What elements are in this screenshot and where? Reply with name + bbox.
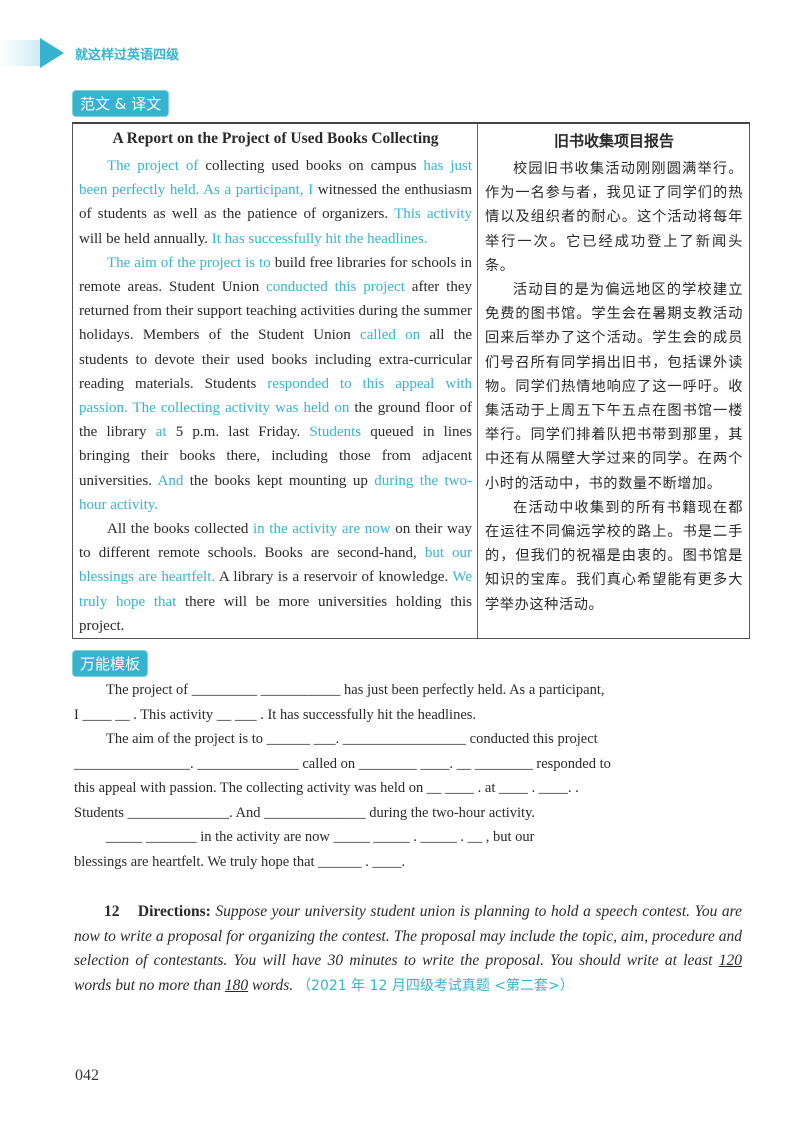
essay-paragraph-en: The project of collecting used books on …: [79, 154, 472, 251]
writing-question: 12 Directions: Suppose your university s…: [74, 900, 742, 998]
highlighted-phrase: It has successfully hit the headlines.: [211, 230, 428, 247]
question-number: 12: [104, 903, 120, 920]
book-title: 就这样过英语四级: [75, 48, 180, 63]
template-line: blessings are heartfelt. We truly hope t…: [74, 853, 406, 870]
template-line: I ____ __ . This activity __ ___ . It ha…: [74, 706, 477, 723]
highlighted-phrase: Students: [309, 424, 362, 441]
highlighted-phrase: The aim of the project is to: [107, 254, 271, 271]
english-column: A Report on the Project of Used Books Co…: [79, 130, 472, 638]
highlighted-phrase: at: [155, 424, 167, 441]
header-arrow-icon: [40, 38, 64, 68]
directions-text: words.: [248, 976, 294, 994]
highlighted-phrase: conducted this project: [266, 279, 405, 296]
essay-title-zh: 旧书收集项目报告: [553, 132, 674, 150]
essay-paragraph-zh: 在活动中收集到的所有书籍现在都在运往不同偏远学校的路上。书是二手的，但我们的祝福…: [485, 499, 743, 613]
column-divider: [477, 124, 478, 638]
essay-text: witnessed the enthusiasm of students as …: [79, 182, 472, 223]
essay-title-en: A Report on the Project of Used Books Co…: [112, 130, 439, 147]
essay-text: the ground floor of the library: [79, 400, 472, 441]
directions-text: words but no more than: [74, 976, 225, 994]
highlighted-phrase: And: [157, 472, 184, 489]
essay-text: there will be more universities holding …: [79, 593, 472, 634]
highlighted-phrase: but our blessings are heartfelt.: [79, 545, 472, 586]
essay-text: the books kept mounting up: [183, 472, 375, 489]
directions-text: Suppose your university student union is…: [74, 903, 743, 969]
highlighted-phrase: The project of: [107, 158, 199, 174]
directions-label: Directions:: [137, 903, 211, 920]
essay-table: A Report on the Project of Used Books Co…: [72, 122, 750, 639]
section-label-template: 万能模板: [72, 650, 149, 677]
chinese-column: 旧书收集项目报告 校园旧书收集活动刚刚圆满举行。作为一名参与者，我见证了同学们的…: [485, 130, 743, 617]
essay-paragraph-zh: 活动目的是为偏远地区的学校建立免费的图书馆。学生会在暑期支教活动回来后举办了这个…: [485, 282, 743, 492]
essay-paragraph-en: All the books collected in the activity …: [79, 517, 472, 638]
highlighted-phrase: called on: [360, 327, 421, 344]
essay-text: build free libraries for schools in remo…: [79, 254, 472, 296]
essay-text: 5 p.m. last Friday.: [166, 424, 310, 441]
essay-paragraph-en: The aim of the project is to build free …: [79, 251, 472, 517]
essay-text: A library is a reservoir of knowledge.: [215, 569, 453, 586]
highlighted-phrase: This activity: [394, 206, 472, 223]
essay-text: collecting used books on campus: [198, 158, 424, 174]
essay-text: All the books collected: [107, 521, 253, 538]
essay-text: on their way to different remote schools…: [79, 521, 472, 562]
highlighted-phrase: responded to this appeal with passion. T…: [79, 375, 472, 417]
max-words: 180: [224, 976, 249, 994]
highlighted-phrase: We truly hope that: [79, 569, 473, 610]
template-line: ________________. ______________ called …: [74, 755, 611, 772]
essay-text: after they returned from their support t…: [79, 279, 472, 344]
min-words: 120: [718, 952, 742, 969]
essay-text: will be held annually.: [79, 230, 212, 247]
template-line: Students ______________. And ___________…: [74, 804, 536, 821]
highlighted-phrase: in the activity are now: [252, 521, 391, 538]
template-line: _____ _______ in the activity are now __…: [106, 829, 535, 845]
template-text: The project of _________ ___________ has…: [74, 678, 742, 874]
essay-paragraph-zh: 校园旧书收集活动刚刚圆满举行。作为一名参与者，我见证了同学们的热情以及组织者的耐…: [485, 161, 743, 274]
section-label-model-essay: 范文 & 译文: [72, 90, 170, 117]
template-line: The project of _________ ___________ has…: [106, 682, 605, 698]
highlighted-phrase: during the two-hour activity.: [79, 472, 473, 513]
header-band: [0, 40, 42, 66]
essay-text: all the students to devote their used bo…: [79, 327, 473, 392]
template-line: this appeal with passion. The collecting…: [74, 780, 579, 796]
template-line: The aim of the project is to ______ ___.…: [106, 731, 598, 747]
question-source: （2021 年 12 月四级考试真题 <第二套>）: [297, 977, 574, 994]
highlighted-phrase: has just been perfectly held. As a parti…: [79, 158, 473, 199]
page-number: 042: [75, 1067, 99, 1084]
essay-text: queued in lines bringing their books the…: [79, 424, 472, 489]
